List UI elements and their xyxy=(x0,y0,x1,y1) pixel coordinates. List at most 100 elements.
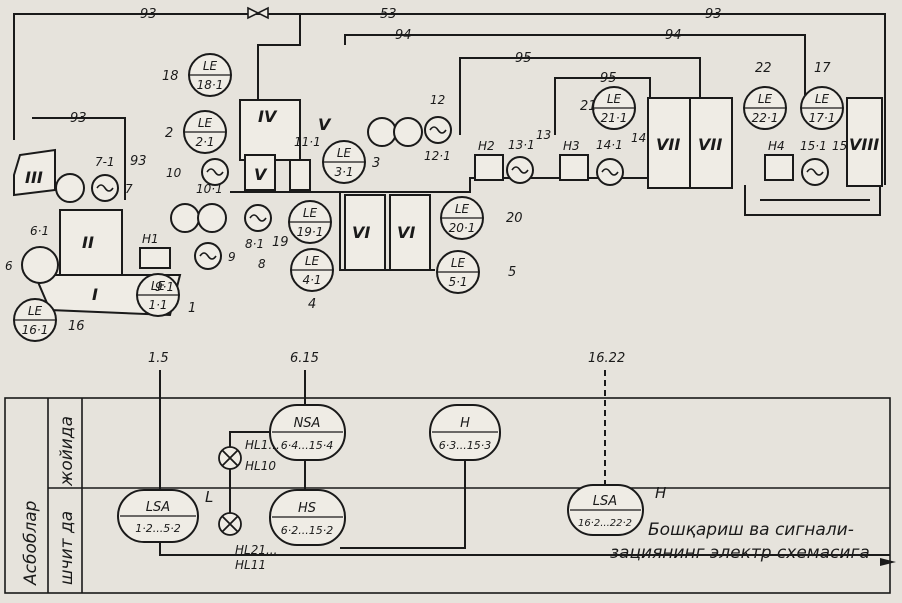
block-VI-2 xyxy=(389,194,431,271)
drum-c xyxy=(367,117,397,147)
panel-border xyxy=(4,397,891,594)
drum-d xyxy=(393,117,423,147)
sensor-tag: 21 xyxy=(580,99,597,114)
lamp-label: HL10 xyxy=(245,459,276,473)
h-label-group: H1 H2 H3 H4 xyxy=(142,139,785,246)
sensor-tag: 17 xyxy=(814,61,831,76)
h-wire xyxy=(340,460,466,549)
equipment-label: H3 xyxy=(563,139,580,153)
wire-53 xyxy=(257,14,301,100)
equipment-label: VI xyxy=(397,223,415,242)
bus-label-group: 1.5 6.15 16.22 xyxy=(148,351,625,366)
motor-label: 9 xyxy=(228,250,236,264)
wave-icon xyxy=(601,168,619,176)
valve-icon xyxy=(247,6,269,20)
motor-label: 12 xyxy=(430,93,445,107)
controller-ovals xyxy=(117,404,644,546)
controller-bottom: 6·4...15·4 xyxy=(281,439,333,452)
sensor-tag: 2 xyxy=(165,126,173,141)
wave-icon xyxy=(206,168,224,176)
equipment-label: V xyxy=(318,115,332,134)
motor-label: 9·1 xyxy=(155,280,174,294)
equipment-label: H4 xyxy=(768,139,785,153)
block-H2 xyxy=(474,154,504,181)
wire-label-group: 93 53 93 94 94 95 95 93 93 xyxy=(70,7,722,169)
equipment-label: II xyxy=(82,233,94,252)
wire-label: 94 xyxy=(395,28,412,43)
lamp-group xyxy=(218,446,242,536)
block-IV xyxy=(239,99,301,161)
sensor-bottom: 17·1 xyxy=(809,111,836,125)
arrow-icon xyxy=(880,558,896,566)
bus-label: 16.22 xyxy=(588,351,625,366)
block-H1 xyxy=(139,247,171,269)
motor-label: 13·1 xyxy=(508,138,535,152)
block-VII-2 xyxy=(689,97,733,189)
equipment-label: I xyxy=(92,285,98,304)
motor-label: 13 xyxy=(536,128,551,142)
wave-icon xyxy=(96,184,114,192)
lamp-cross-icon xyxy=(221,449,239,467)
sensor-top: LE xyxy=(815,92,830,106)
wire-93-top xyxy=(13,13,886,185)
bus-label: 6.15 xyxy=(290,351,319,366)
sensor-bottom: 2·1 xyxy=(195,135,214,149)
sensor-top: LE xyxy=(607,92,622,106)
block-VI-1 xyxy=(344,194,386,271)
lamp-label: HL11 xyxy=(235,558,266,572)
block-VIII xyxy=(846,97,883,187)
motor-wave-group xyxy=(96,126,824,260)
block-V-1 xyxy=(244,154,276,191)
equipment-label: III xyxy=(25,168,43,187)
motor-label: 7 xyxy=(125,182,133,196)
controller-top: HS xyxy=(298,501,316,516)
wire-label: 95 xyxy=(515,51,532,66)
controller-top: NSA xyxy=(294,416,321,431)
sensor-top: LE xyxy=(303,206,318,220)
wave-icon xyxy=(199,252,217,260)
sensor-bottom: 22·1 xyxy=(752,111,779,125)
wire-right-loop xyxy=(744,185,881,216)
caption-line-1: Бошқариш ва сигнали- xyxy=(648,520,854,540)
controller-bottom: 6·3...15·3 xyxy=(439,439,491,452)
instruments-label: Асбоблар xyxy=(21,500,41,586)
sensor-bottom: 1·1 xyxy=(148,298,167,312)
block-III xyxy=(13,148,56,197)
caption-group: Бошқариш ва сигнали- зациянинг электр сх… xyxy=(610,520,870,563)
motor-label: 15 xyxy=(832,139,847,153)
block-VII-1 xyxy=(647,97,691,189)
wave-icon xyxy=(806,168,824,176)
sensor-tag: 4 xyxy=(308,297,316,312)
motor-label: 12·1 xyxy=(424,149,451,163)
motor-label: 6·1 xyxy=(30,224,49,238)
sensor-top: LE xyxy=(305,254,320,268)
drum-III-a xyxy=(55,173,85,203)
equipment-group xyxy=(13,97,883,317)
location-label: L xyxy=(205,488,213,506)
equipment-label-group: III II I IV V V VI VI VII VII VIII xyxy=(25,107,879,304)
block-II xyxy=(59,209,123,276)
drum-6 xyxy=(21,246,59,284)
sensor-bottom: 20·1 xyxy=(449,221,476,235)
sensor-bottom: 19·1 xyxy=(297,225,324,239)
motor-label: 8·1 xyxy=(245,237,264,251)
sensor-text-group: LE 18·1 LE 2·1 LE 3·1 LE 19·1 LE 4·1 LE … xyxy=(22,59,836,337)
sensor-tag: 5 xyxy=(508,265,516,280)
sensor-tag: 22 xyxy=(755,61,772,76)
block-H4 xyxy=(764,154,794,181)
wave-icon xyxy=(249,214,267,222)
sensor-top: LE xyxy=(455,202,470,216)
sensor-bottom: 3·1 xyxy=(334,165,353,179)
sensor-tag: 20 xyxy=(506,211,523,226)
motor-label: 8 xyxy=(258,257,266,271)
sensor-tag: 18 xyxy=(162,69,179,84)
equipment-label: VI xyxy=(352,223,370,242)
bus-1-5 xyxy=(159,370,890,556)
sensor-top: LE xyxy=(198,116,213,130)
motor-label: 10·1 xyxy=(196,182,223,196)
motor-label: 7-1 xyxy=(95,155,115,169)
wire-95 xyxy=(459,57,701,135)
controller-bottom: 1·2...5·2 xyxy=(135,522,180,535)
caption-line-2: зациянинг электр схемасига xyxy=(610,543,870,563)
equipment-label: H2 xyxy=(478,139,495,153)
